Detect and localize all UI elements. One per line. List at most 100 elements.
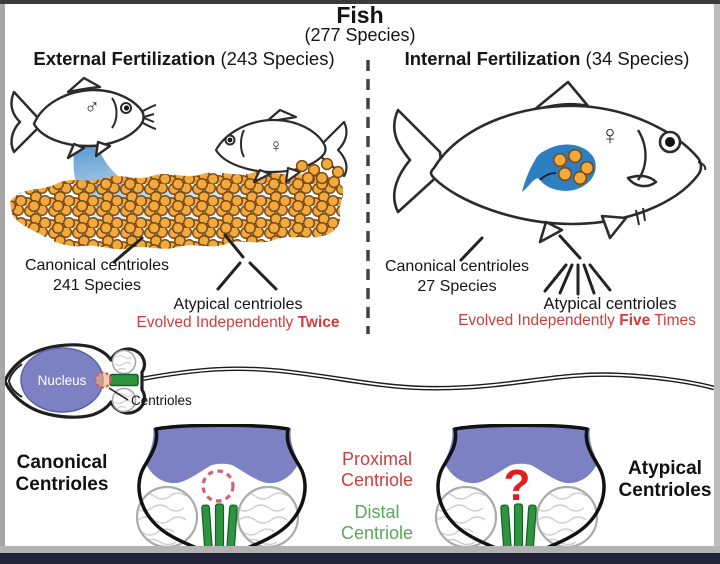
sperm-tail — [135, 366, 715, 391]
internal-atypical-branch-4 — [582, 263, 596, 295]
internal-evolved-prefix: Evolved Independently — [458, 312, 615, 329]
internal-fish-gill-line — [636, 129, 647, 181]
male-fish: ♂ — [10, 76, 157, 160]
external-female-fish: ♀ — [214, 108, 348, 189]
distal-centriole-label: Distal Centriole — [318, 502, 436, 544]
unknown-proximal-question-mark: ? — [504, 461, 531, 510]
canonical-nucleus-region — [145, 425, 299, 484]
sperm-distal-centriole — [109, 373, 139, 387]
egg-mass — [10, 171, 344, 250]
canonical-centriole-diagram — [135, 424, 307, 558]
internal-connector-lines — [459, 234, 612, 296]
internal-fish-tail — [392, 108, 444, 214]
external-atypical-branch-2 — [248, 261, 278, 291]
frame-bottom-gray-edge — [0, 546, 720, 553]
female-symbol: ♀ — [269, 136, 283, 157]
female-fish-pupil — [227, 137, 233, 143]
internal-heading-bold: Internal Fertilization — [404, 48, 581, 69]
external-connector-lines — [112, 233, 278, 291]
internal-canonical-count: 27 Species — [417, 278, 497, 295]
female-fish-tail — [318, 120, 348, 178]
atypical-title-line1: Atypical — [628, 458, 702, 479]
external-fertilization-heading: External Fertilization (243 Species) — [2, 48, 366, 69]
male-fish-pupil — [123, 105, 130, 111]
canonical-centrioles-title: Canonical Centrioles — [2, 452, 122, 496]
internal-evolved-note: Evolved Independently Five Times — [436, 312, 718, 330]
male-symbol: ♂ — [84, 96, 100, 119]
figure-subtitle: (277 Species) — [304, 25, 416, 45]
frame-left-edge — [0, 4, 5, 553]
male-fish-dorsal-fin — [66, 76, 102, 94]
distal-label-line1: Distal — [354, 502, 400, 522]
internal-female-symbol: ♀ — [600, 120, 620, 150]
female-fish-gill-line — [240, 129, 245, 158]
external-canonical-count: 241 Species — [52, 277, 142, 294]
internal-fertilization-heading: Internal Fertilization (34 Species) — [378, 48, 716, 69]
atypical-title-line2: Centrioles — [618, 480, 712, 501]
external-heading-count: (243 Species) — [220, 48, 335, 69]
external-atypical-stem-line — [223, 233, 245, 259]
released-eggs — [295, 157, 345, 189]
internal-atypical-branch-5 — [588, 263, 612, 292]
sperm-tail-inner — [135, 367, 715, 390]
canonical-title-line2: Centrioles — [15, 474, 109, 495]
external-evolved-emphasis: Twice — [297, 314, 340, 331]
internal-atypical-stem-line — [558, 234, 582, 260]
atypical-centrioles-title: Atypical Centrioles — [612, 458, 718, 502]
internal-fish-barbels — [635, 207, 646, 226]
internal-female-fish: ♀ — [392, 80, 707, 244]
sperm-cell-diagram: Nucleus Centrioles — [3, 343, 715, 419]
internal-atypical-label: Atypical centrioles — [543, 295, 677, 313]
internal-fish-anal-fin — [600, 214, 628, 240]
external-atypical-label: Atypical centrioles — [173, 296, 303, 313]
internal-fish-pupil — [665, 137, 675, 147]
male-fish-anal-fin — [94, 140, 112, 158]
male-fish-gill-line — [111, 97, 118, 129]
external-atypical-branch-1 — [216, 261, 242, 291]
centrioles-label: Centrioles — [131, 393, 192, 408]
internal-evolved-suffix: Times — [650, 312, 696, 329]
internal-atypical-branch-1 — [543, 263, 568, 293]
internal-canonical-note: Canonical centrioles 27 Species — [374, 257, 540, 297]
external-canonical-label: Canonical centrioles — [24, 257, 170, 274]
male-fish-mouth-open — [140, 104, 157, 130]
sperm-proximal-centriole — [94, 371, 112, 389]
external-evolved-prefix: Evolved Independently — [136, 314, 294, 331]
canonical-proximal-centriole-dashed — [201, 469, 235, 503]
canonical-mitochondria — [135, 485, 300, 549]
female-fish-pelvic-fin — [252, 168, 272, 184]
female-fish-anal-fin — [284, 166, 302, 184]
frame-right-edge — [714, 4, 720, 553]
internal-heading-count: (34 Species) — [585, 48, 690, 69]
proximal-label-line1: Proximal — [341, 449, 412, 469]
atypical-centriole-diagram: ? — [434, 424, 606, 558]
atypical-mitochondria — [434, 485, 599, 549]
canonical-title-line1: Canonical — [16, 452, 108, 473]
internal-atypical-branch-2 — [558, 263, 574, 295]
acrosome-boundary-line — [7, 363, 23, 398]
internal-eggs — [552, 148, 595, 186]
fertilization-illustration: ♂ ♀ — [10, 60, 707, 334]
proximal-centriole-label: Proximal Centriole — [318, 449, 436, 491]
figure-title: Fish — [336, 2, 384, 28]
external-canonical-note: Canonical centrioles 241 Species — [8, 256, 186, 296]
external-canonical-pointer-line — [112, 236, 144, 264]
internal-canonical-label: Canonical centrioles — [384, 258, 530, 275]
proximal-label-line2: Centriole — [340, 470, 414, 490]
external-evolved-note: Evolved Independently Twice — [100, 314, 376, 332]
internal-canonical-pointer-line — [459, 236, 484, 262]
egg-sac-duct-line — [539, 172, 557, 181]
centrioles-pointer-line — [108, 387, 129, 401]
nucleus-label: Nucleus — [38, 373, 87, 388]
frame-top-edge — [0, 0, 720, 4]
male-fish-pelvic-fin — [66, 142, 86, 160]
internal-fish-pelvic-fin — [538, 220, 564, 244]
frame-bottom-dark-edge — [0, 553, 720, 564]
internal-fish-pectoral-fin — [626, 174, 658, 188]
atypical-nucleus-region — [444, 425, 598, 484]
male-fish-tail — [10, 90, 40, 154]
distal-label-line2: Centriole — [340, 523, 414, 543]
internal-evolved-emphasis: Five — [619, 312, 651, 329]
external-heading-bold: External Fertilization — [33, 48, 216, 69]
